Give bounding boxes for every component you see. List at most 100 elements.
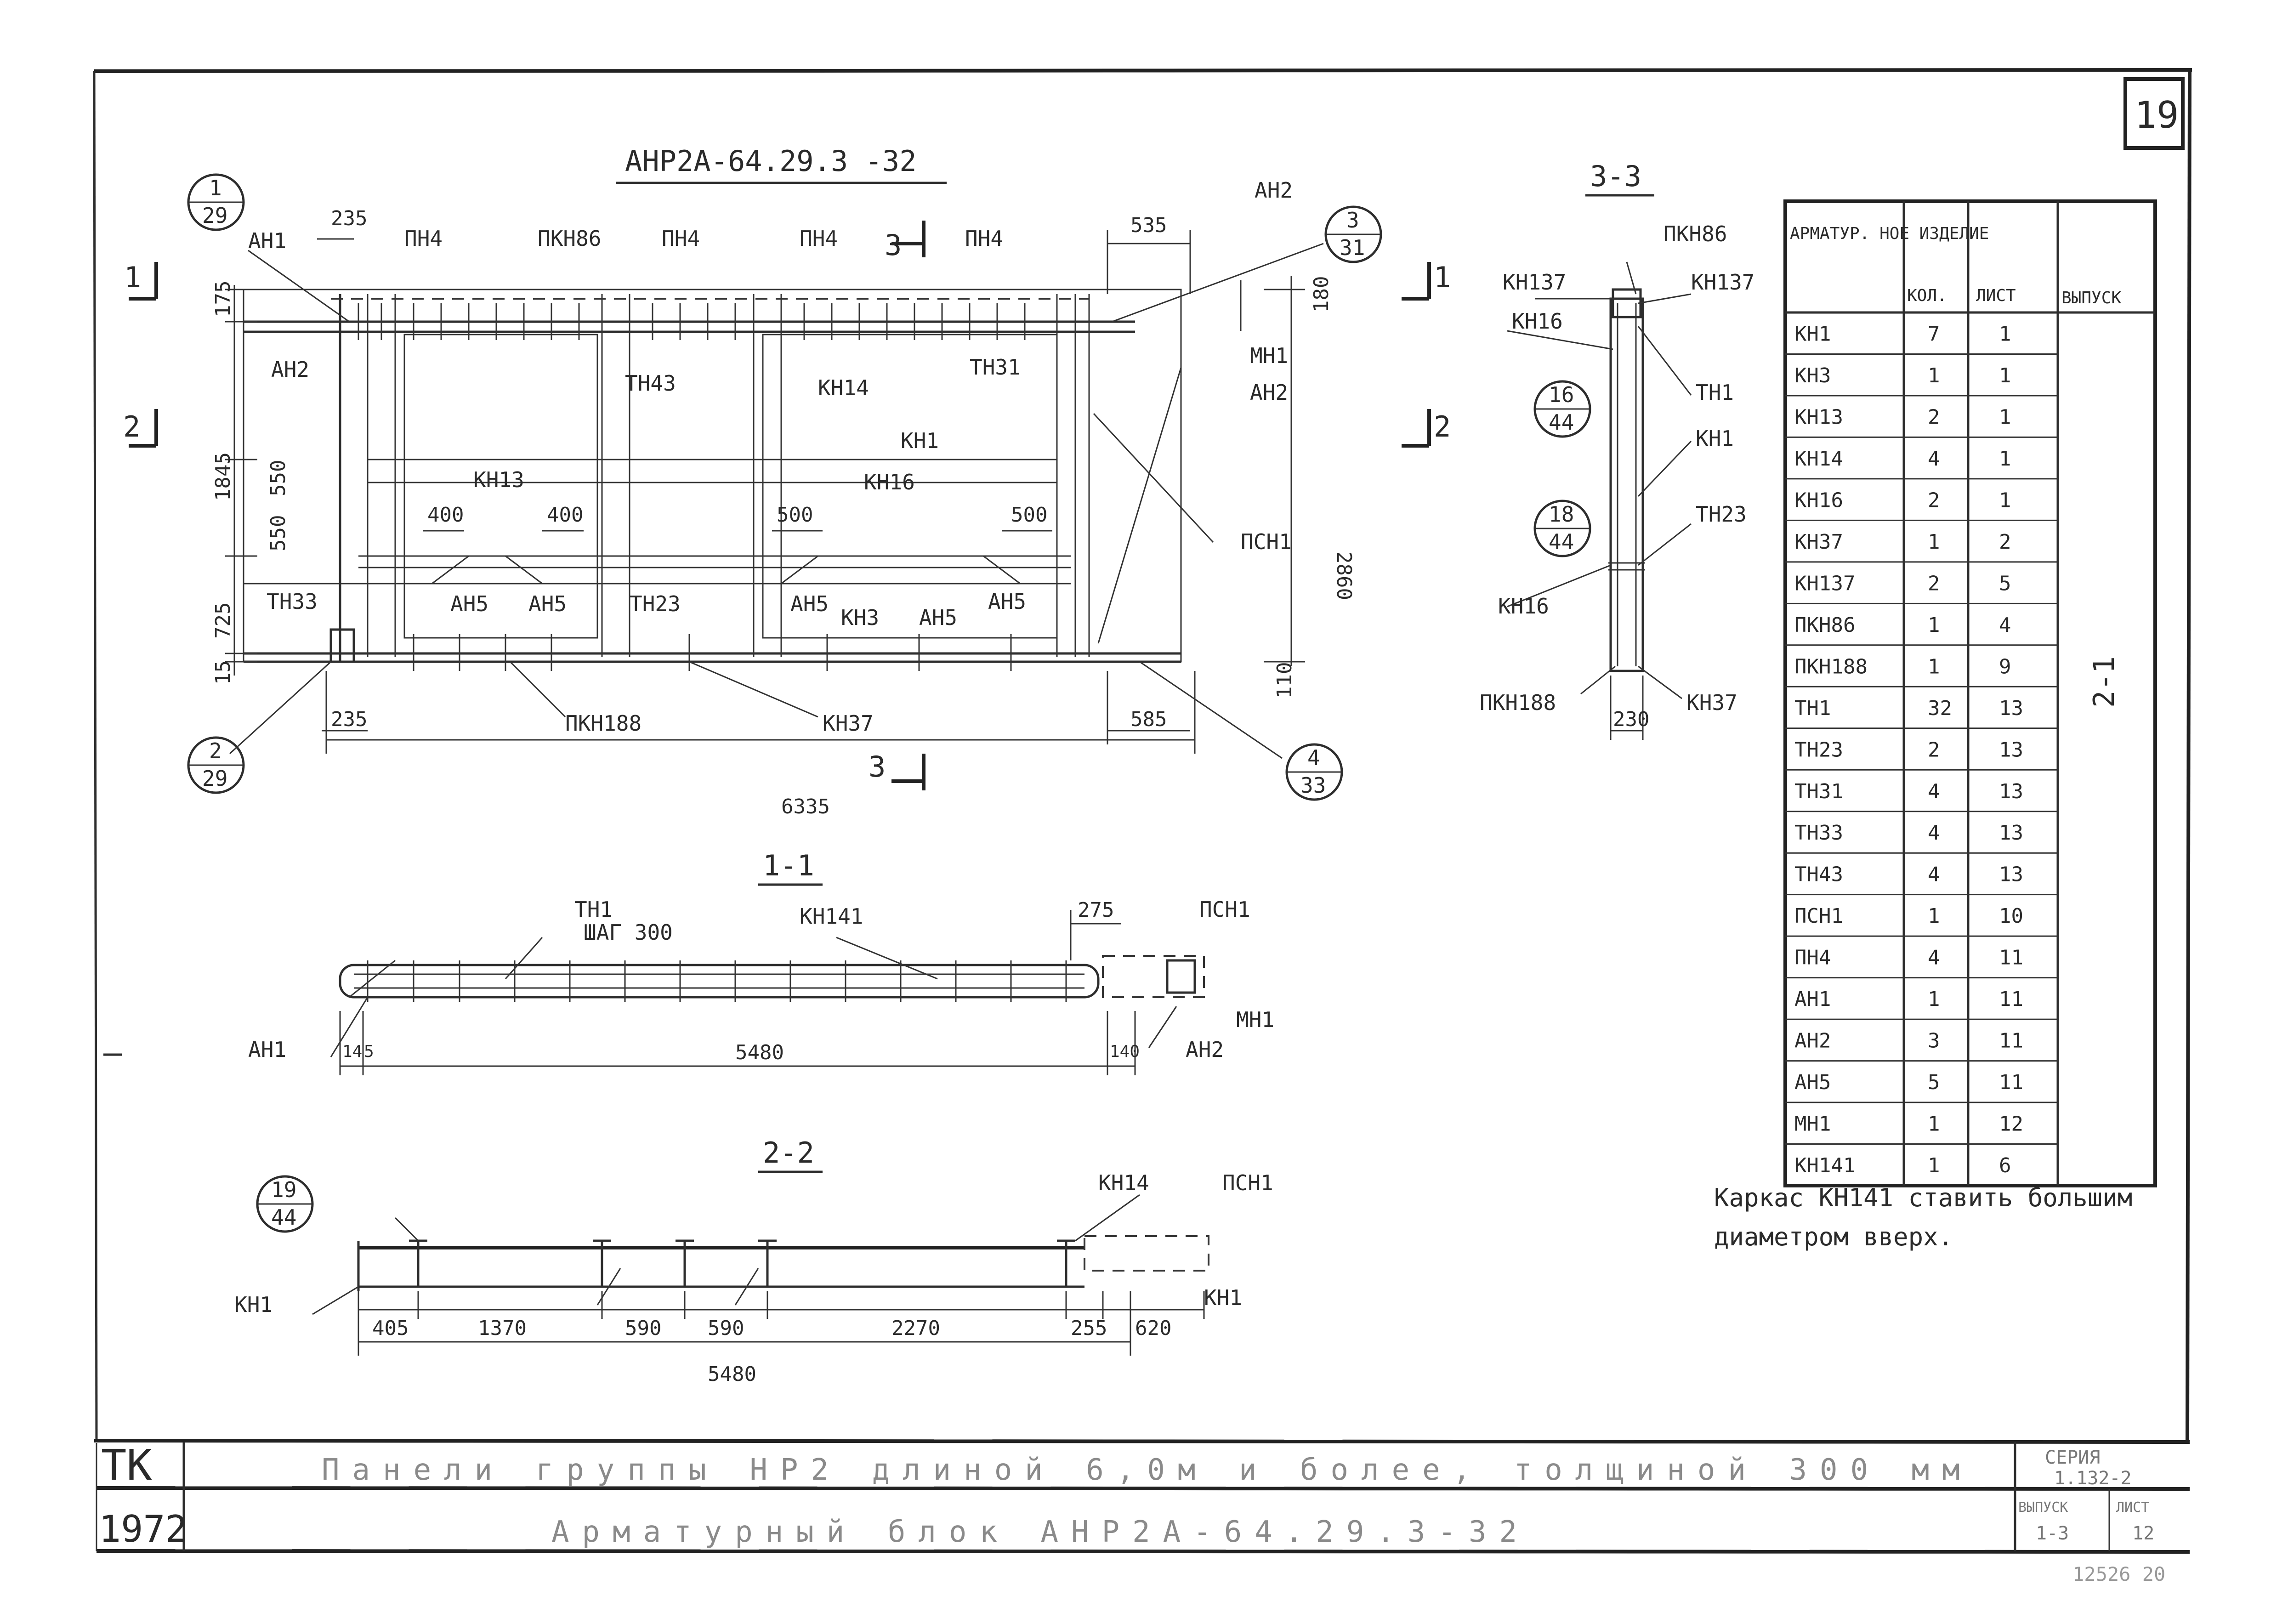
section-1-1-dimensions: 275 14 5 5480 140 (342, 898, 1140, 1064)
label-tn33: ТН33 (267, 589, 318, 614)
table-cell-item: ПКН86 (1794, 613, 1855, 637)
label-an2: АН2 (1255, 178, 1293, 203)
inventory-number: 12526 20 (2072, 1563, 2165, 1585)
label-an5: АН5 (988, 589, 1026, 614)
svg-text:175: 175 (211, 281, 235, 317)
svg-text:44: 44 (271, 1205, 296, 1230)
s22-label-kn1-right: КН1 (1204, 1285, 1242, 1310)
table-cell-item: ПН4 (1794, 946, 1831, 970)
svg-text:590: 590 (708, 1317, 744, 1340)
svg-text:500: 500 (1011, 503, 1047, 527)
svg-text:29: 29 (202, 203, 227, 228)
table-cell-qty: 1 (1928, 1154, 1940, 1177)
svg-text:550: 550 (267, 460, 290, 496)
table-cell-qty: 1 (1928, 364, 1940, 387)
svg-text:140: 140 (1110, 1042, 1140, 1061)
title-block-list: 12 (2132, 1523, 2154, 1544)
table-cell-qty: 4 (1928, 780, 1940, 803)
table-cell-item: КН14 (1794, 447, 1843, 471)
callout-16-44: 16 44 (1533, 380, 1591, 438)
table-cell-qty: 4 (1928, 821, 1940, 845)
table-header-vypusk: ВЫПУСК (2061, 289, 2121, 307)
callout-1-29: 1 29 (187, 173, 245, 231)
table-header-item: АРМАТУР. НОЕ ИЗДЕЛИЕ (1790, 224, 1989, 243)
label-tn31: ТН31 (970, 355, 1021, 380)
section-mark-1-left: 1 (124, 261, 141, 294)
elevation-dimensions: 235 535 175 180 1845 550 550 400 400 500… (211, 207, 1356, 818)
spec-table (1783, 199, 2157, 1187)
svg-text:6335: 6335 (781, 795, 830, 818)
s33-label-kn16-top: КН16 (1512, 309, 1563, 334)
table-cell-item: ТН31 (1794, 780, 1843, 803)
svg-text:44: 44 (1549, 410, 1574, 435)
table-cell-qty: 2 (1928, 488, 1940, 512)
table-cell-sheet: 6 (1999, 1154, 2011, 1177)
svg-text:405: 405 (372, 1317, 409, 1340)
table-cell-sheet: 13 (1999, 780, 2023, 803)
svg-text:620: 620 (1135, 1317, 1171, 1340)
section-3-3: 3-3 (1507, 159, 1692, 740)
table-cell-item: КН13 (1794, 405, 1843, 429)
s22-label-kn1-left: КН1 (234, 1292, 273, 1317)
table-cell-qty: 4 (1928, 447, 1940, 471)
label-an5: АН5 (528, 591, 567, 616)
section-2-2-dimensions: 405 1370 590 590 2270 255 620 5480 (372, 1317, 1171, 1386)
table-cell-qty: 1 (1928, 904, 1940, 928)
label-pkn188: ПКН188 (565, 711, 642, 736)
table-cell-qty: 1 (1928, 530, 1940, 554)
s33-label-pkn188: ПКН188 (1480, 690, 1556, 715)
table-cell-qty: 32 (1928, 697, 1952, 720)
callout-4-33: 4 33 (1285, 743, 1343, 801)
table-cell-sheet: 11 (1999, 1071, 2023, 1094)
table-cell-sheet: 9 (1999, 655, 2011, 678)
title-block-org: ТК (101, 1441, 152, 1490)
table-cell-sheet: 13 (1999, 697, 2023, 720)
label-an2: АН2 (1250, 380, 1288, 405)
svg-text:31: 31 (1340, 235, 1365, 260)
table-cell-sheet: 5 (1999, 572, 2011, 595)
table-cell-item: МН1 (1794, 1113, 1831, 1136)
title-block (96, 1442, 2190, 1554)
sheet-number: 19 (2135, 94, 2179, 136)
table-cell-sheet: 4 (1999, 613, 2011, 637)
label-kn3: КН3 (841, 605, 879, 630)
title-block-series-label: СЕРИЯ (2045, 1447, 2100, 1468)
table-cell-item: КН141 (1794, 1154, 1855, 1177)
table-cell-item: КН3 (1794, 364, 1831, 387)
callout-2-29: 2 29 (187, 736, 245, 794)
label-pn4: ПН4 (965, 226, 1003, 251)
table-cell-sheet: 1 (1999, 447, 2011, 471)
elevation-view: АНР2А-64.29.3 -32 (129, 144, 1431, 790)
svg-text:180: 180 (1310, 276, 1333, 312)
s33-label-kn16-bottom: КН16 (1498, 594, 1549, 619)
table-vypusk-value: 2-1 (2087, 656, 2121, 708)
label-pn4: ПН4 (800, 226, 838, 251)
table-cell-sheet: 11 (1999, 1029, 2023, 1053)
table-cell-item: КН37 (1794, 530, 1843, 554)
label-kn16: КН16 (864, 470, 915, 494)
label-tn43: ТН43 (625, 371, 676, 396)
title-block-year: 1972 (99, 1508, 187, 1550)
table-cell-sheet: 1 (1999, 488, 2011, 512)
svg-text:16: 16 (1549, 382, 1574, 407)
svg-text:5: 5 (364, 1042, 374, 1061)
table-cell-qty: 1 (1928, 988, 1940, 1011)
s33-label-kn137-right: КН137 (1691, 270, 1754, 295)
svg-text:29: 29 (202, 766, 227, 791)
label-kn14: КН14 (818, 375, 869, 400)
svg-text:550: 550 (267, 515, 290, 551)
section-mark-2-left: 2 (123, 410, 140, 443)
callout-3-31: 3 31 (1324, 205, 1382, 263)
label-an5: АН5 (919, 605, 957, 630)
table-cell-sheet: 10 (1999, 904, 2023, 928)
note-line-2: диаметром вверх. (1714, 1222, 1953, 1251)
svg-text:255: 255 (1071, 1317, 1107, 1340)
table-cell-qty: 3 (1928, 1029, 1940, 1053)
s11-label-an2: АН2 (1186, 1037, 1224, 1062)
table-cell-item: КН16 (1794, 488, 1843, 512)
table-cell-qty: 7 (1928, 323, 1940, 346)
svg-text:235: 235 (331, 207, 367, 230)
section-mark-3-bottom: 3 (869, 750, 886, 784)
svg-text:500: 500 (777, 503, 813, 527)
